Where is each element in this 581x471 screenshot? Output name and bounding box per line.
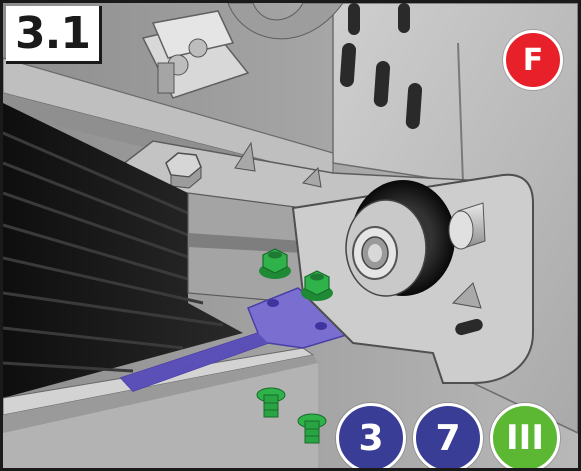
rubber-mat bbox=[3, 103, 243, 398]
panel-letter-badge: F bbox=[503, 30, 563, 90]
carriage-bolt-icon bbox=[256, 387, 286, 418]
flange-nut-icon bbox=[259, 248, 291, 279]
top-strap-bracket bbox=[141, 3, 344, 99]
carriage-bolt-icon bbox=[297, 413, 327, 444]
part-badge-7: 7 bbox=[413, 403, 483, 468]
part-badge-iii: III bbox=[490, 403, 560, 468]
step-number: 3.1 bbox=[6, 6, 102, 64]
flange-nut-icon bbox=[301, 270, 333, 301]
assembly-scene bbox=[3, 3, 578, 468]
part-badge-3: 3 bbox=[336, 403, 406, 468]
roller-wheel-icon bbox=[345, 180, 486, 297]
hex-bolt-icon bbox=[165, 152, 202, 189]
